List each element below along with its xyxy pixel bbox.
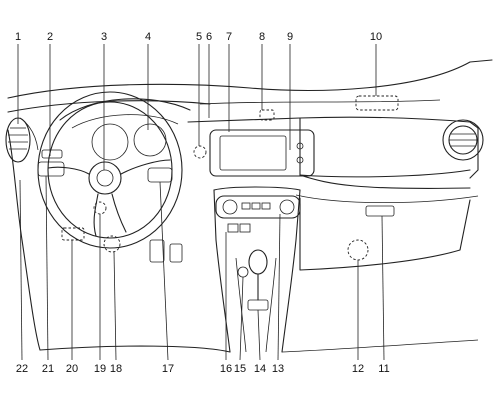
callout-4: 4 xyxy=(145,31,151,43)
callout-2: 2 xyxy=(47,31,53,43)
instrument-cluster xyxy=(59,98,191,161)
glove-box xyxy=(365,205,395,217)
right-air-vent xyxy=(442,119,484,161)
callout-17: 17 xyxy=(162,363,174,375)
climate-controls xyxy=(215,195,301,233)
callout-15: 15 xyxy=(234,363,246,375)
callout-21: 21 xyxy=(42,363,54,375)
callout-1: 1 xyxy=(15,31,21,43)
callout-7: 7 xyxy=(226,31,232,43)
callouts-top: 1 2 3 4 5 6 7 8 9 10 xyxy=(15,31,382,43)
callout-6: 6 xyxy=(206,31,212,43)
callout-5: 5 xyxy=(196,31,202,43)
callout-13: 13 xyxy=(272,363,284,375)
steering-wheel xyxy=(37,91,183,249)
callout-19: 19 xyxy=(94,363,106,375)
callout-3: 3 xyxy=(101,31,107,43)
callout-16: 16 xyxy=(220,363,232,375)
callout-20: 20 xyxy=(66,363,78,375)
callout-22: 22 xyxy=(16,363,28,375)
infotainment-screen xyxy=(209,129,315,177)
leader-lines xyxy=(17,44,385,361)
callout-12: 12 xyxy=(352,363,364,375)
callout-11: 11 xyxy=(378,363,389,375)
callout-10: 10 xyxy=(370,31,382,43)
callouts-bottom: 22 21 20 19 18 17 16 15 14 13 12 11 xyxy=(16,363,390,375)
callout-18: 18 xyxy=(110,363,122,375)
callout-9: 9 xyxy=(287,31,293,43)
callout-8: 8 xyxy=(259,31,265,43)
callout-14: 14 xyxy=(254,363,266,375)
